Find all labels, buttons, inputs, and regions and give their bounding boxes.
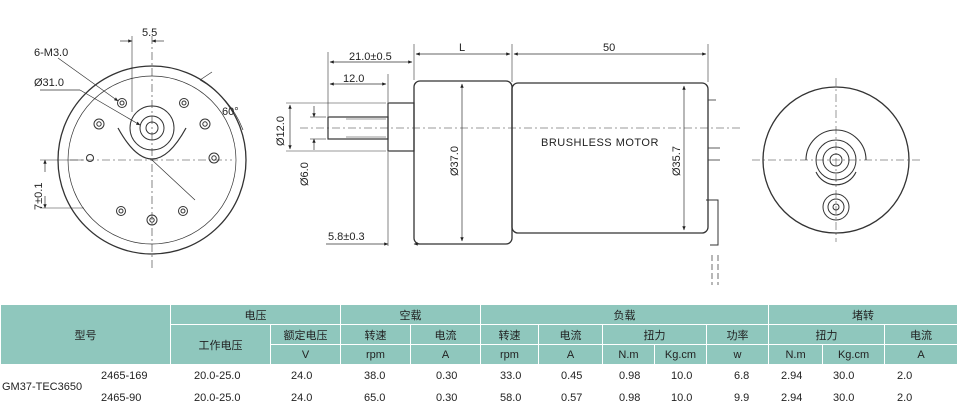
voltage-header: 电压 bbox=[170, 304, 341, 325]
front-view bbox=[40, 36, 247, 270]
dia-shaft-text: Ø6.0 bbox=[299, 162, 311, 186]
cell: 2.0 bbox=[897, 370, 913, 382]
dia-motor-text: Ø35.7 bbox=[671, 146, 683, 176]
unit-cell: rpm bbox=[480, 344, 539, 365]
l-power-header: 功率 bbox=[705, 324, 770, 345]
offset-text: 7±0.1 bbox=[33, 183, 45, 210]
len-shaft-text: 12.0 bbox=[343, 73, 364, 85]
cell: 2.94 bbox=[781, 392, 803, 404]
boss-len-text: 5.8±0.3 bbox=[328, 231, 365, 243]
cell: 38.0 bbox=[364, 370, 386, 382]
nl-speed-header: 转速 bbox=[340, 324, 411, 345]
units-row: V rpm A rpm A N.m Kg.cm w N.m Kg.cm A bbox=[1, 344, 957, 365]
stall-header: 堵转 bbox=[768, 304, 957, 325]
dim-top-text: 5.5 bbox=[142, 27, 157, 39]
unit-cell: A bbox=[538, 344, 603, 365]
cell: 2.0 bbox=[897, 392, 913, 404]
unit-cell: N.m bbox=[768, 344, 824, 365]
rear-view bbox=[752, 78, 920, 242]
table-row: 2465-90 20.0-25.0 24.0 65.0 0.30 58.0 0.… bbox=[0, 392, 957, 409]
angle-text: 60° bbox=[222, 106, 239, 118]
code-cell: 2465-169 bbox=[101, 370, 148, 382]
header-row-1: 型号 电压 空载 负载 堵转 bbox=[0, 304, 957, 365]
cell: 9.9 bbox=[734, 392, 750, 404]
unit-cell: V bbox=[270, 344, 341, 365]
cell: 0.30 bbox=[436, 392, 458, 404]
motor-label: BRUSHLESS MOTOR bbox=[541, 137, 659, 149]
l-current-header: 电流 bbox=[538, 324, 603, 345]
unit-cell: rpm bbox=[340, 344, 411, 365]
unit-cell: w bbox=[705, 344, 770, 365]
cell: 0.45 bbox=[561, 370, 583, 382]
len-l-text: L bbox=[459, 42, 465, 54]
len-gear-text: 21.0±0.5 bbox=[349, 51, 392, 63]
unit-cell: N.m bbox=[602, 344, 655, 365]
cell: 33.0 bbox=[500, 370, 522, 382]
len-motor-text: 50 bbox=[603, 42, 615, 54]
dia-gearbox-text: Ø37.0 bbox=[449, 146, 461, 176]
side-view bbox=[286, 44, 740, 285]
load-header: 负载 bbox=[479, 304, 770, 325]
unit-cell: Kg.cm bbox=[654, 344, 707, 365]
s-torque-header: 扭力 bbox=[768, 324, 886, 345]
cell: 58.0 bbox=[500, 392, 522, 404]
s-current-header: 电流 bbox=[884, 324, 957, 345]
nl-current-header: 电流 bbox=[410, 324, 481, 345]
holes-text: 6-M3.0 bbox=[34, 47, 68, 59]
unit-cell: A bbox=[884, 344, 957, 365]
technical-drawing: 5.5 6-M3.0 Ø31.0 60° 7±0.1 bbox=[33, 27, 920, 285]
unit-cell: A bbox=[410, 344, 481, 365]
l-torque-header: 扭力 bbox=[602, 324, 707, 345]
cell: 0.98 bbox=[619, 370, 641, 382]
cell: 20.0-25.0 bbox=[194, 370, 241, 382]
spec-table: 型号 电压 空载 负载 堵转 工作电压 额定电压 转速 电流 转速 电流 扭力 … bbox=[0, 304, 957, 365]
dia-boss-text: Ø12.0 bbox=[275, 116, 287, 146]
l-speed-header: 转速 bbox=[480, 324, 539, 345]
cell: 6.8 bbox=[734, 370, 750, 382]
cell: 2.94 bbox=[781, 370, 803, 382]
working-voltage-header: 工作电压 bbox=[170, 324, 271, 365]
rated-voltage-header: 额定电压 bbox=[270, 324, 341, 345]
cell: 30.0 bbox=[833, 370, 855, 382]
model-name-cell: GM37-TEC3650 bbox=[2, 381, 83, 393]
cell: 65.0 bbox=[364, 392, 386, 404]
cell: 10.0 bbox=[671, 370, 693, 382]
cell: 0.98 bbox=[619, 392, 641, 404]
cell: 24.0 bbox=[291, 392, 313, 404]
unit-cell: Kg.cm bbox=[822, 344, 886, 365]
code-cell: 2465-90 bbox=[101, 392, 142, 404]
data-rows: GM37-TEC3650 2465-169 20.0-25.0 24.0 38.… bbox=[0, 368, 957, 410]
cell: 20.0-25.0 bbox=[194, 392, 241, 404]
cell: 0.30 bbox=[436, 370, 458, 382]
cell: 24.0 bbox=[291, 370, 313, 382]
pcd-text: Ø31.0 bbox=[34, 77, 64, 89]
table-row: 2465-169 20.0-25.0 24.0 38.0 0.30 33.0 0… bbox=[0, 370, 957, 387]
cell: 0.57 bbox=[561, 392, 583, 404]
cell: 30.0 bbox=[833, 392, 855, 404]
no-load-header: 空载 bbox=[340, 304, 481, 325]
cell: 10.0 bbox=[671, 392, 693, 404]
model-header: 型号 bbox=[0, 304, 171, 365]
